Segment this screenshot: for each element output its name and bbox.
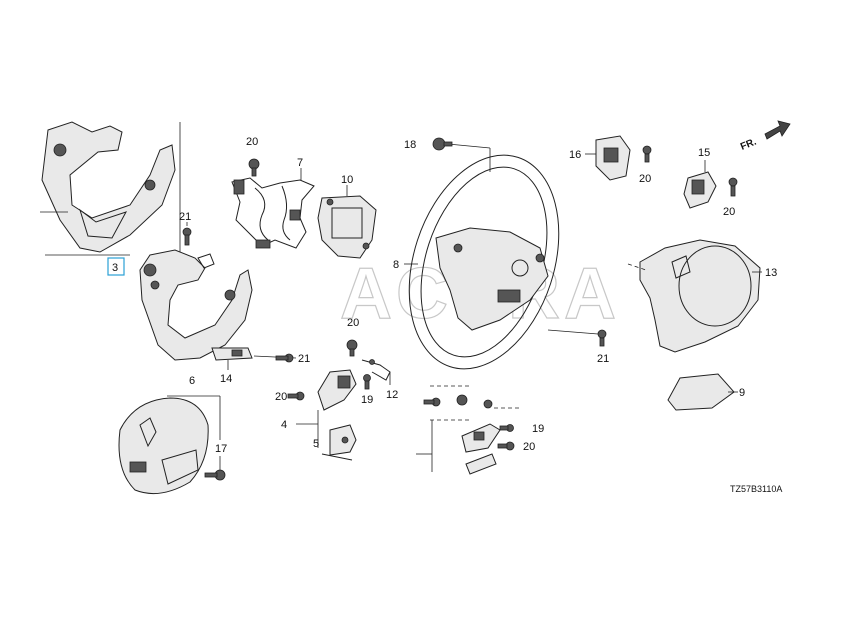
callout-15[interactable]: 15: [698, 147, 710, 159]
screw-20-switch15: [728, 177, 738, 197]
screw-21-top-left: [182, 222, 192, 246]
bolt-18: [432, 137, 453, 151]
part-cover-13: [627, 239, 762, 353]
screw-20-harness: [248, 158, 260, 177]
part-steering-wheel-8: [404, 143, 560, 370]
callout-21-left-bottom[interactable]: 21: [298, 353, 310, 365]
callout-13[interactable]: 13: [765, 267, 777, 279]
callout-7[interactable]: 7: [297, 157, 303, 169]
callout-21-right[interactable]: 21: [597, 353, 609, 365]
part-switch-15: [683, 160, 717, 209]
part-cover-9: [667, 373, 738, 411]
callout-14[interactable]: 14: [220, 373, 232, 385]
callout-20-harness[interactable]: 20: [246, 136, 258, 148]
part-paddle-5: [321, 424, 357, 461]
diagram-code: TZ57B3110A: [730, 484, 782, 494]
callout-10[interactable]: 10: [341, 174, 353, 186]
callout-18[interactable]: 18: [404, 139, 416, 151]
part-bracket-12: [346, 339, 391, 385]
part-paddle-4: [296, 369, 357, 448]
part-harness-7: [231, 168, 315, 249]
callout-6[interactable]: 6: [189, 375, 195, 387]
callout-20-bracket[interactable]: 20: [347, 317, 359, 329]
part-airbag-6: [118, 395, 221, 495]
callout-3[interactable]: 3: [112, 262, 118, 274]
screw-19-middle: [363, 374, 371, 390]
svg-text:FR.: FR.: [739, 136, 758, 152]
callout-4[interactable]: 4: [281, 419, 287, 431]
bolt-17: [204, 469, 226, 481]
part-switch-16: [585, 135, 631, 181]
callout-20-paddle[interactable]: 20: [275, 391, 287, 403]
callout-5[interactable]: 5: [313, 438, 319, 450]
callout-20-switch15[interactable]: 20: [723, 206, 735, 218]
callout-17[interactable]: 17: [215, 443, 227, 455]
inset-lower-trim-view: [40, 121, 181, 255]
callout-3-highlight: [107, 257, 125, 276]
front-direction-arrow: FR.: [739, 120, 791, 153]
callout-20-switch16[interactable]: 20: [639, 173, 651, 185]
part-bracket-10: [317, 185, 377, 259]
callout-20-right-bottom[interactable]: 20: [523, 441, 535, 453]
callout-12[interactable]: 12: [386, 389, 398, 401]
screw-21-left-bottom: [275, 353, 294, 363]
part-lower-garnish: [45, 249, 253, 361]
callout-19-right[interactable]: 19: [532, 423, 544, 435]
callout-21-top-left[interactable]: 21: [179, 211, 191, 223]
screw-20-paddle: [287, 391, 305, 401]
screw-21-right: [547, 329, 607, 347]
callout-8[interactable]: 8: [393, 259, 399, 271]
screw-20-switch16: [642, 145, 652, 163]
callout-19-middle[interactable]: 19: [361, 394, 373, 406]
part-switch-group-right: [416, 385, 520, 475]
callout-9[interactable]: 9: [739, 387, 745, 399]
callout-16[interactable]: 16: [569, 149, 581, 161]
